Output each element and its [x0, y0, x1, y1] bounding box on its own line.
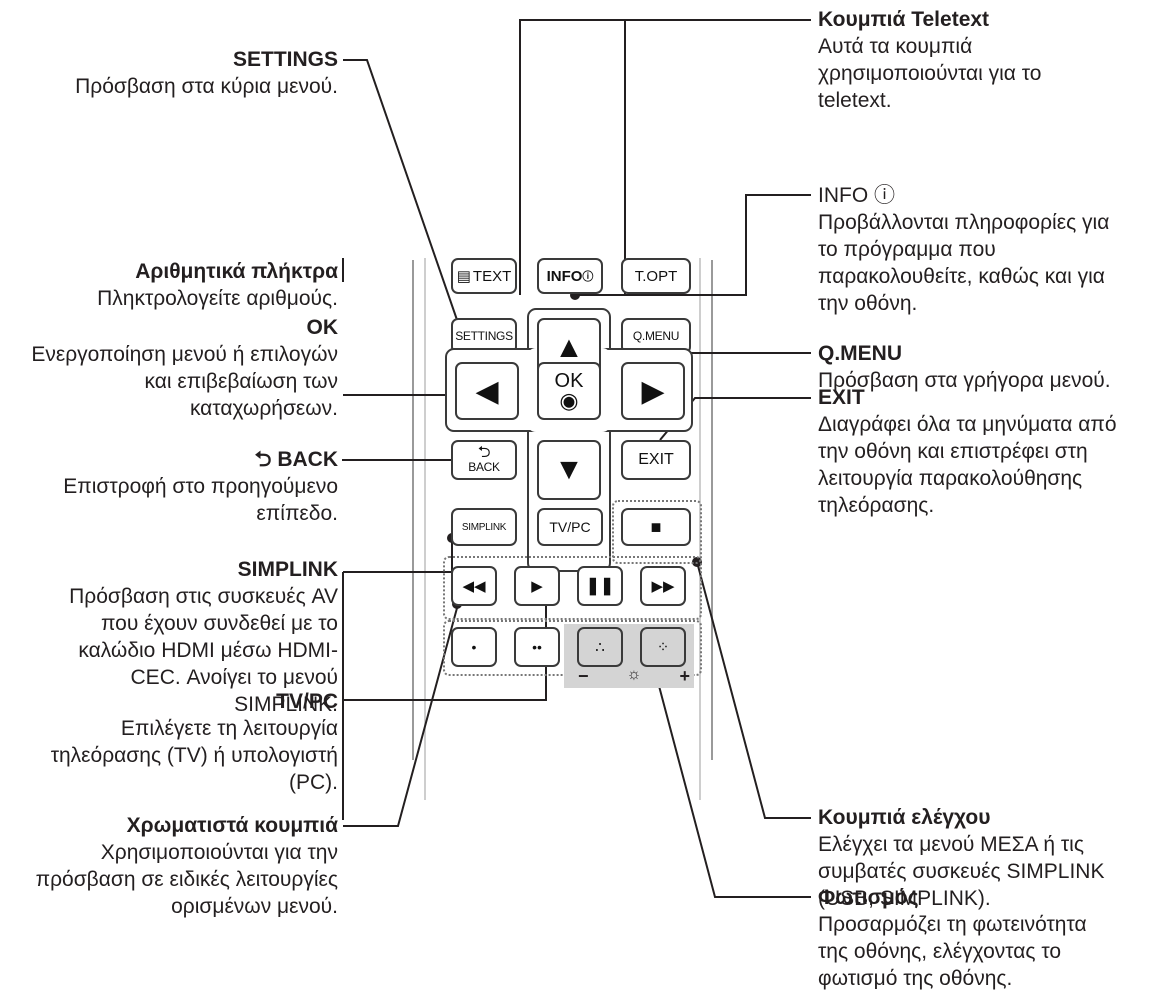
sun-icon: ☼	[626, 666, 642, 683]
numeric-keys-label: Αριθμητικά πλήκτρα Πληκτρολογείτε αριθμο…	[97, 260, 338, 310]
back-arrow-icon: ⮌	[254, 448, 278, 471]
simplink-leader	[343, 538, 453, 573]
green-button[interactable]: ••	[514, 627, 560, 667]
simplink-button[interactable]: SIMPLINK	[451, 508, 517, 546]
left-arrow-button[interactable]: ◀	[455, 362, 519, 420]
back-button[interactable]: ⮌BACK	[451, 440, 517, 480]
exit-label: EXIT Διαγράφει όλα τα μηνύματα από την ο…	[818, 386, 1117, 517]
ok-icon: ◉	[559, 388, 579, 413]
down-arrow-button[interactable]: ▼	[537, 440, 601, 500]
teletext-label: Κουμπιά Teletext Αυτά τα κουμπιά χρησιμο…	[818, 8, 1042, 112]
pause-button[interactable]: ❚❚	[577, 566, 623, 606]
playback-group	[443, 556, 702, 620]
control-buttons-label: Κουμπιά ελέγχου Ελέγχει τα μενού ΜΕΣΑ ή …	[818, 806, 1105, 910]
right-arrow-button[interactable]: ▶	[621, 362, 685, 420]
text-icon: ▤	[456, 268, 471, 285]
settings-leader	[343, 59, 466, 344]
qmenu-label: Q.MENU Πρόσβαση στα γρήγορα μενού.	[818, 342, 1111, 392]
tvpc-label: TV/PC Επιλέγετε τη λειτουργία τηλεόρασης…	[50, 690, 338, 794]
topt-button[interactable]: T.OPT	[621, 258, 691, 294]
info-label: INFO ⓘ Προβάλλονται πληροφορίες για το π…	[818, 184, 1110, 315]
red-button[interactable]: •	[451, 627, 497, 667]
brightness-labels: − ☼ +	[578, 666, 690, 686]
teletext-leader	[519, 19, 811, 295]
tvpc-button[interactable]: TV/PC	[537, 508, 603, 546]
back-icon: ⮌	[477, 444, 491, 461]
ok-button[interactable]: OK◉	[537, 362, 601, 420]
color-leader	[343, 607, 458, 827]
play-button[interactable]: ▶	[514, 566, 560, 606]
light-label: Φωτισμός Προσαρμόζει τη φωτεινότητα της …	[818, 886, 1087, 990]
fastforward-button[interactable]: ▶▶	[640, 566, 686, 606]
settings-label: SETTINGS Πρόσβαση στα κύρια μενού.	[75, 48, 338, 98]
ok-label: OK Ενεργοποίηση μενού ή επιλογών και επι…	[31, 316, 338, 420]
rewind-button[interactable]: ◀◀	[451, 566, 497, 606]
back-label: ⮌ BACK Επιστροφή στο προηγούμενο επίπεδο…	[63, 448, 338, 525]
color-buttons-label: Χρωματιστά κουμπιά Χρησιμοποιούνται για …	[35, 814, 338, 918]
info-icon: ⓘ	[582, 271, 594, 283]
blue-button[interactable]: ⁘	[640, 627, 686, 667]
info-leader	[575, 194, 811, 296]
simplink-label: SIMPLINK Πρόσβαση στις συσκευές AV που έ…	[69, 558, 338, 716]
text-button[interactable]: ▤TEXT	[451, 258, 517, 294]
light-leader	[649, 651, 811, 898]
exit-button[interactable]: EXIT	[621, 440, 691, 480]
control-leader	[696, 561, 811, 819]
stop-button-group	[612, 500, 702, 564]
yellow-button[interactable]: ∴	[577, 627, 623, 667]
stop-button[interactable]: ■	[621, 508, 691, 546]
